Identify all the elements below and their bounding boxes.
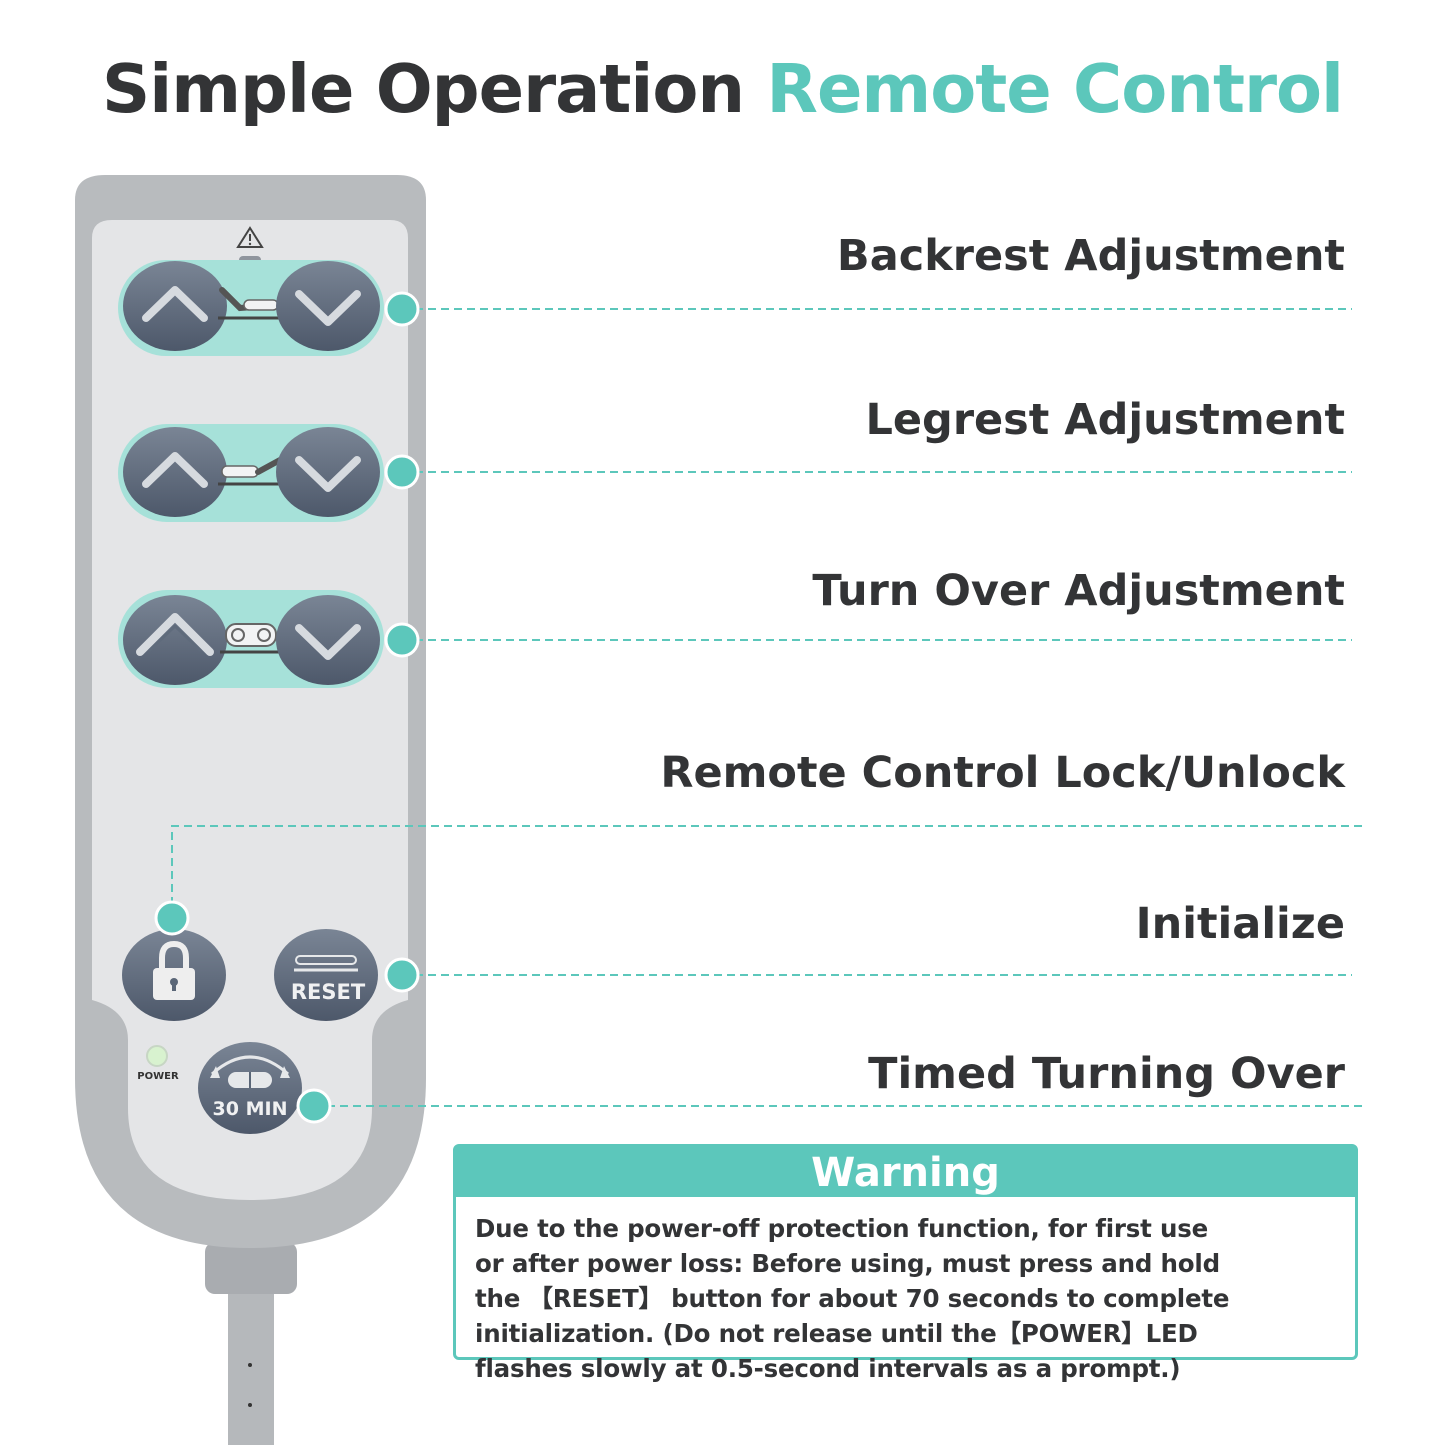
power-led xyxy=(146,1045,168,1067)
callout-dot xyxy=(384,291,420,327)
warning-line: or after power loss: Before using, must … xyxy=(475,1249,1220,1278)
callout-dot xyxy=(154,900,190,936)
backrest-up-button[interactable] xyxy=(123,261,227,351)
turn-over-icon xyxy=(220,623,282,654)
backrest-down-button[interactable] xyxy=(276,261,380,351)
callout-dot xyxy=(384,957,420,993)
legrest-down-button[interactable] xyxy=(276,427,380,517)
legrest-icon xyxy=(218,457,284,486)
timer-label: 30 MIN xyxy=(213,1098,288,1120)
warning-line: initialization. (Do not release until th… xyxy=(475,1319,1198,1348)
feature-label-timed: Timed Turning Over xyxy=(868,1049,1345,1099)
backrest-icon xyxy=(218,287,284,320)
cable-dot xyxy=(248,1403,252,1407)
title-part-1: Simple Operation xyxy=(101,50,745,128)
warning-triangle-icon xyxy=(236,226,264,248)
turn-over-left-button[interactable] xyxy=(123,595,227,685)
warning-line: the 【RESET】 button for about 70 seconds … xyxy=(475,1284,1230,1313)
warning-title: Warning xyxy=(456,1147,1355,1197)
bed-icon xyxy=(294,955,358,972)
callout-dots xyxy=(154,291,420,1124)
callout-line-lock xyxy=(171,825,1366,918)
chevron-down-icon xyxy=(295,456,361,492)
turn-over-right-button[interactable] xyxy=(276,595,380,685)
rotate-arrows-icon xyxy=(210,1055,290,1088)
warning-body: Due to the power-off protection function… xyxy=(456,1197,1355,1386)
callout-dot xyxy=(384,454,420,490)
callout-lines xyxy=(171,308,1366,1107)
chevron-up-icon xyxy=(136,613,214,656)
warning-line: Due to the power-off protection function… xyxy=(475,1214,1209,1243)
chevron-up-icon xyxy=(142,286,208,322)
feature-label-lock: Remote Control Lock/Unlock xyxy=(660,748,1345,798)
timer-button[interactable]: 30 MIN xyxy=(198,1042,302,1134)
backrest-control-group xyxy=(118,260,384,356)
reset-button[interactable]: RESET xyxy=(274,929,378,1021)
lock-button[interactable] xyxy=(122,929,226,1021)
title-part-2: Remote Control xyxy=(766,50,1344,128)
turn-over-control-group xyxy=(118,590,384,688)
legrest-control-group xyxy=(118,424,384,522)
legrest-up-button[interactable] xyxy=(123,427,227,517)
cable-strain-relief xyxy=(205,1242,297,1294)
page-title: Simple Operation Remote Control xyxy=(0,50,1445,128)
chevron-down-icon xyxy=(295,624,361,660)
feature-label-legrest: Legrest Adjustment xyxy=(865,395,1345,445)
chevron-down-icon xyxy=(295,290,361,326)
chevron-up-icon xyxy=(142,452,208,488)
callout-dot xyxy=(296,1088,332,1124)
warning-box: Warning Due to the power-off protection … xyxy=(453,1144,1358,1383)
feature-label-turn-over: Turn Over Adjustment xyxy=(812,566,1345,616)
callout-dot xyxy=(384,622,420,658)
reset-label: RESET xyxy=(291,980,366,1004)
warning-line: flashes slowly at 0.5-second intervals a… xyxy=(475,1354,1181,1383)
feature-label-backrest: Backrest Adjustment xyxy=(836,231,1345,281)
power-label: POWER xyxy=(137,1071,179,1082)
cable-dot xyxy=(248,1363,252,1367)
feature-label-initialize: Initialize xyxy=(1135,899,1345,949)
lock-icon xyxy=(153,940,195,1000)
